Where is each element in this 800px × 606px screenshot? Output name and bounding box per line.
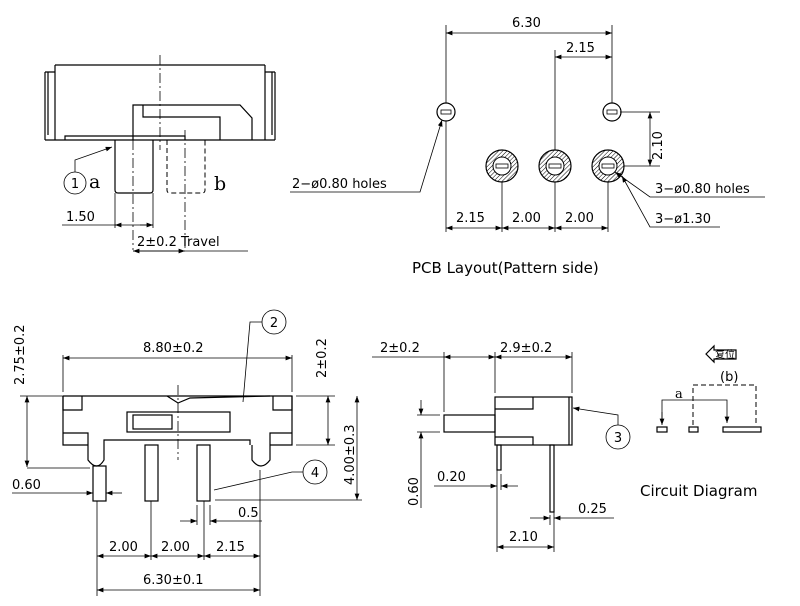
callout-1: 1 xyxy=(63,146,113,195)
side-view: 2±0.2 2.9±0.2 0.60 0.20 0.25 2.10 3 xyxy=(372,341,631,552)
pcb-bottom-dim-3: 2.00 xyxy=(565,211,594,226)
pad-holes xyxy=(485,149,625,183)
callout-number: 2 xyxy=(270,316,278,331)
pin-spacing-dim: 2.10 xyxy=(509,530,538,545)
callout-3: 3 xyxy=(572,406,631,450)
terminal-b-label: b xyxy=(214,173,226,195)
reset-label: 复位 xyxy=(715,348,735,361)
top-view: 1 a b 1.50 2±0.2 Travel xyxy=(44,55,276,254)
right-height-dim: 2±0.2 xyxy=(315,338,330,378)
pcb-right-dim: 2.15 xyxy=(566,41,595,56)
left-height-dim: 2.75±0.2 xyxy=(13,324,28,385)
right-pin-thickness-dim: 0.25 xyxy=(578,502,607,517)
pcb-layout: 6.30 2.15 2.10 2.15 2.00 2.00 2−ø0.80 ho… xyxy=(290,16,765,277)
body-depth-dim: 2.9±0.2 xyxy=(500,341,552,356)
actuator-height-dim: 0.60 xyxy=(407,477,422,506)
pcb-overall-dim: 6.30 xyxy=(512,16,541,31)
left-pin-thickness-dim: 0.20 xyxy=(437,470,466,485)
pcb-layout-title: PCB Layout(Pattern side) xyxy=(412,259,599,277)
pad-holes-note: 3−ø1.30 xyxy=(655,212,711,227)
callout-number: 3 xyxy=(614,431,622,446)
circuit-b-label: (b) xyxy=(720,370,738,385)
total-pitch-dim: 6.30±0.1 xyxy=(143,573,204,588)
small-holes-note: 2−ø0.80 holes xyxy=(292,177,387,192)
callout-4: 4 xyxy=(213,459,328,491)
pcb-vertical-dim: 2.10 xyxy=(651,131,666,160)
travel-dim: 2±0.2 Travel xyxy=(137,235,220,250)
pitch-dim-1: 2.00 xyxy=(109,540,138,555)
circuit-diagram-title: Circuit Diagram xyxy=(640,482,757,500)
pitch-dim-3: 2.15 xyxy=(216,540,245,555)
terminal-a-label: a xyxy=(89,171,100,193)
pitch-dim-2: 2.00 xyxy=(161,540,190,555)
callout-number: 4 xyxy=(311,466,319,481)
pcb-bottom-dim-2: 2.00 xyxy=(512,211,541,226)
actuator-length-dim: 2±0.2 xyxy=(380,341,420,356)
front-view: 8.80±0.2 2.75±0.2 2±0.2 4.00±0.3 0.60 0.… xyxy=(12,309,362,596)
reset-arrow-icon xyxy=(705,344,737,364)
pin-thickness-dim: 0.60 xyxy=(12,478,41,493)
total-height-dim: 4.00±0.3 xyxy=(343,424,358,485)
pin-width-dim: 1.50 xyxy=(66,210,95,225)
drill-holes-note: 3−ø0.80 holes xyxy=(655,182,750,197)
callout-2: 2 xyxy=(242,309,287,403)
pin-gap-dim: 0.5 xyxy=(238,506,259,521)
width-dim: 8.80±0.2 xyxy=(143,341,204,356)
circuit-diagram: 复位 (b) a Circuit Diagram xyxy=(640,344,762,500)
circuit-a-label: a xyxy=(675,387,683,402)
callout-number: 1 xyxy=(71,177,79,192)
pcb-bottom-dim-1: 2.15 xyxy=(456,211,485,226)
